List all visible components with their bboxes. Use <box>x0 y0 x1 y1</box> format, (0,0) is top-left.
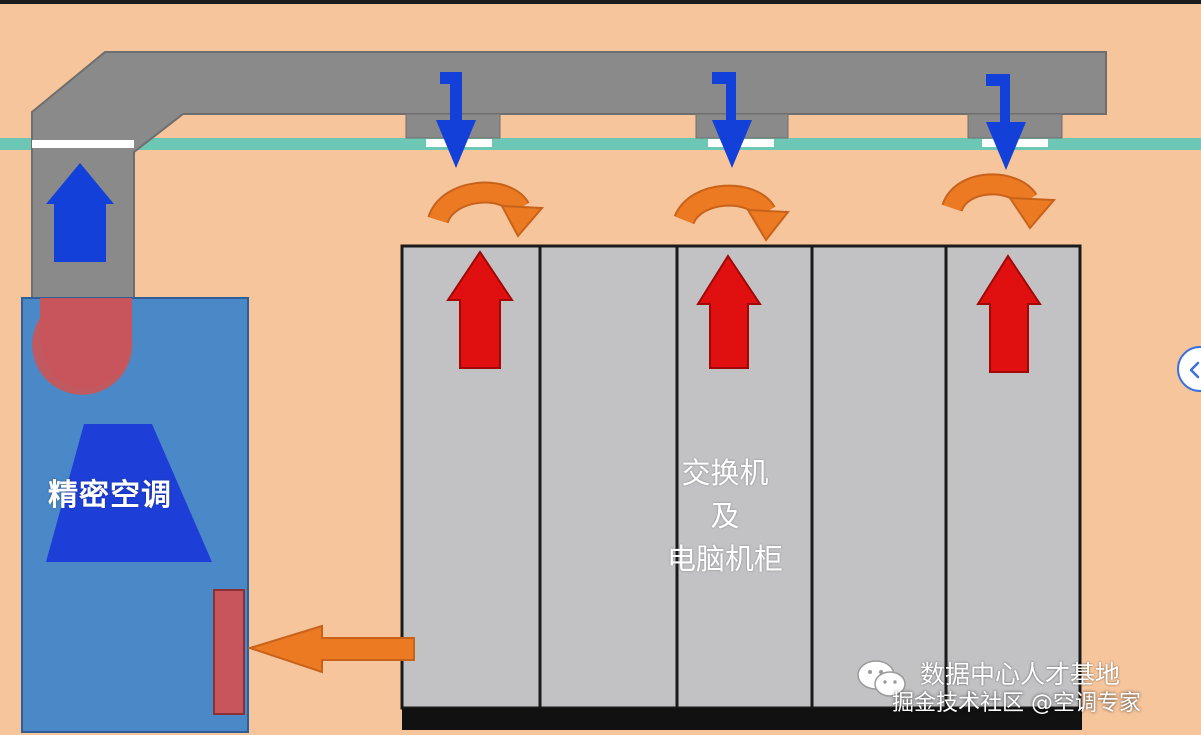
watermark-line-2: 掘金技术社区 @空调专家 <box>892 691 1141 716</box>
cold-air-arrow-2 <box>712 72 752 168</box>
rack-label-line-3: 电脑机柜 <box>666 542 783 576</box>
hot-air-arrow-3 <box>976 254 1042 373</box>
circulation-arrow-2 <box>673 184 790 242</box>
cold-air-arrow-3 <box>986 74 1026 170</box>
top-border <box>0 0 1201 4</box>
circulation-arrow-1 <box>427 181 545 238</box>
ceiling-line <box>0 138 1201 150</box>
hot-air-arrow-1 <box>446 250 514 369</box>
cold-air-arrow-1 <box>436 72 476 168</box>
precision-ac-unit <box>21 297 249 733</box>
return-air-arrow <box>246 624 415 674</box>
watermark-line-1: 数据中心人才基地 <box>920 660 1121 689</box>
rack-label-line-2: 及 <box>710 499 740 533</box>
watermark: 数据中心人才基地 掘金技术社区 @空调专家 <box>856 655 1176 716</box>
ac-unit-label: 精密空调 <box>48 478 172 513</box>
rack-label: 交换机 及 电脑机柜 <box>640 452 810 581</box>
rack-label-line-1: 交换机 <box>681 456 769 490</box>
circulation-arrow-3 <box>941 173 1057 230</box>
wechat-icon <box>857 660 906 697</box>
hot-air-arrow-2 <box>696 254 762 369</box>
duct-ceiling-gap <box>32 140 134 148</box>
duct-supply-arrow <box>46 163 114 262</box>
chevron-left-icon <box>1189 361 1200 379</box>
